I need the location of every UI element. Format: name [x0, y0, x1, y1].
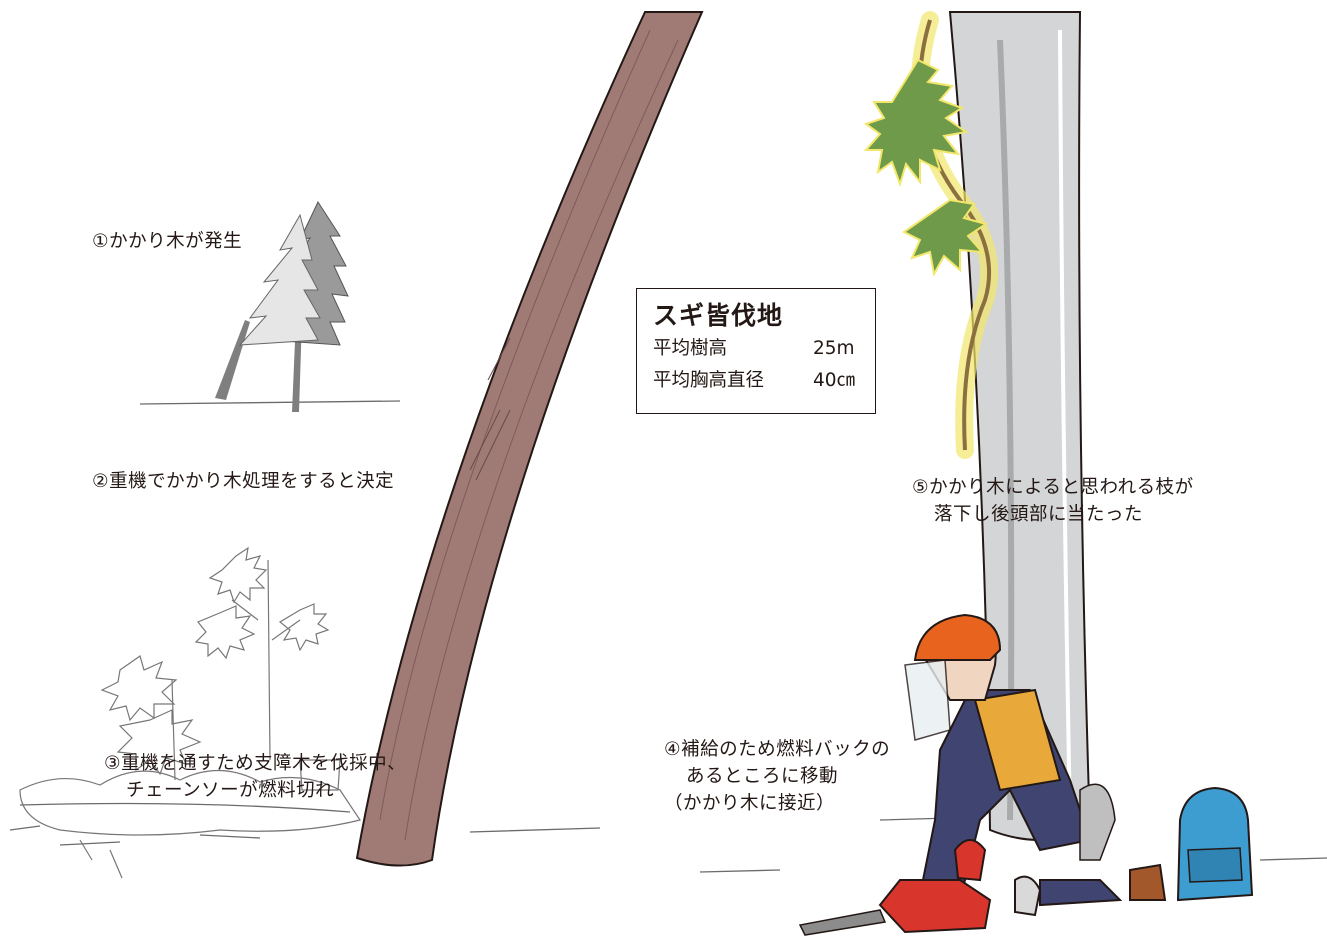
- site-info-value: 25m: [813, 338, 855, 359]
- caption-step-4-line-3: （かかり木に接近）: [664, 793, 836, 814]
- caption-step-5-line-2: 落下し後頭部に当たった: [934, 504, 1144, 525]
- leaning-cedar-trunk: [355, 11, 704, 867]
- site-info-row-diameter: 平均胸高直径 40㎝: [653, 365, 875, 397]
- caption-step-5-line-1: ⑤かかり木によると思われる枝が: [912, 477, 1194, 498]
- caption-step-3-line-1: ③重機を通すため支障木を伐採中、: [104, 753, 407, 774]
- chainsaw-icon: [798, 879, 992, 936]
- site-info-value: 40㎝: [813, 370, 856, 391]
- caption-step-1: ①かかり木が発生: [92, 228, 242, 255]
- worker: [904, 613, 1167, 917]
- caption-step-2: ②重機でかかり木処理をすると決定: [92, 468, 394, 495]
- caption-step-5: ⑤かかり木によると思われる枝が 落下し後頭部に当たった: [912, 474, 1194, 528]
- ground-lines: [9, 400, 1327, 873]
- site-info-row-height: 平均樹高 25m: [653, 333, 875, 365]
- site-info-label: 平均胸高直径: [653, 370, 765, 391]
- hung-up-tree-illustration: [215, 200, 349, 412]
- caption-step-4: ④補給のため燃料バックの あるところに移動 （かかり木に接近）: [664, 736, 890, 817]
- caption-step-1-text: ①かかり木が発生: [92, 231, 243, 252]
- site-info-label: 平均樹高: [653, 338, 728, 359]
- caption-step-2-text: ②重機でかかり木処理をすると決定: [92, 471, 395, 492]
- backpack-icon: [1176, 786, 1254, 902]
- cut-brush-illustration: [19, 546, 361, 879]
- falling-branch: [863, 11, 999, 459]
- site-info-title: スギ皆伐地: [653, 301, 784, 330]
- caption-step-4-line-1: ④補給のため燃料バックの: [664, 739, 891, 760]
- caption-step-4-line-2: あるところに移動: [686, 766, 839, 787]
- site-info-box: スギ皆伐地 平均樹高 25m 平均胸高直径 40㎝: [636, 288, 876, 414]
- caption-step-3: ③重機を通すため支障木を伐採中、 チェーンソーが燃料切れ: [104, 750, 406, 804]
- caption-step-3-line-2: チェーンソーが燃料切れ: [126, 780, 335, 801]
